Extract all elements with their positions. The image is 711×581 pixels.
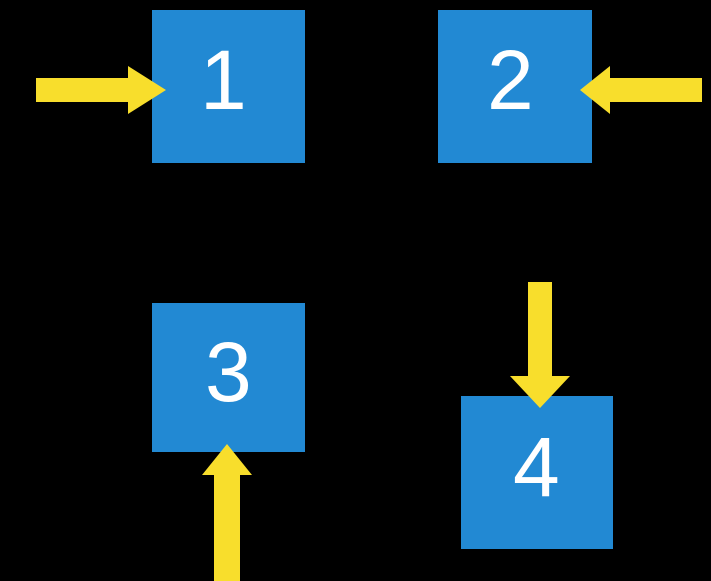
- box-label-2: 2: [487, 33, 534, 127]
- arrow-up-into-box-3: [202, 444, 252, 581]
- arrow-right-into-box-1: [36, 66, 166, 114]
- box-node-3[interactable]: [152, 303, 305, 452]
- arrow-down-into-box-4: [510, 282, 570, 408]
- box-node-1[interactable]: [152, 10, 305, 163]
- box-node-4[interactable]: [461, 396, 613, 549]
- arrow-left-into-box-2: [580, 66, 702, 114]
- box-label-4: 4: [513, 420, 560, 514]
- box-node-2[interactable]: [438, 10, 592, 163]
- box-label-1: 1: [200, 33, 247, 127]
- box-label-3: 3: [205, 325, 252, 419]
